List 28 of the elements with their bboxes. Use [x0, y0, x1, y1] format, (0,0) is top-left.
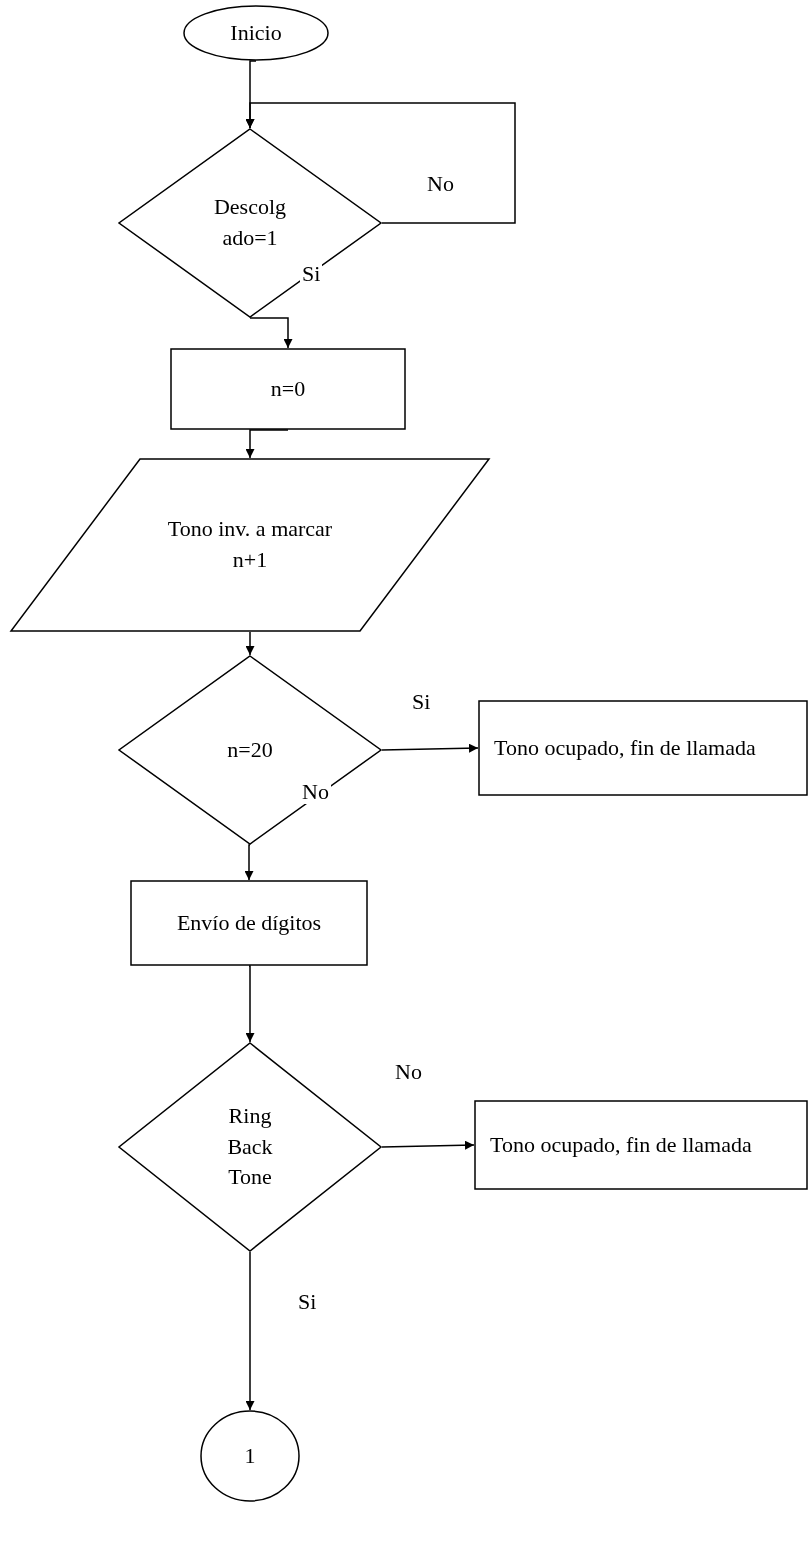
start-ellipse: [183, 5, 329, 61]
arrow: [245, 631, 255, 656]
node-text: Descolg ado=1: [212, 193, 288, 252]
process-box: [478, 700, 808, 796]
input-parallelogram: [10, 458, 490, 632]
node-text: Tono ocupado, fin de llamada: [490, 1130, 753, 1159]
arrow: [245, 965, 255, 1043]
node-text: Tono ocupado, fin de llamada: [494, 733, 757, 762]
node-text: n=20: [227, 735, 273, 764]
decision-diamond: [118, 128, 382, 318]
arrow: [244, 844, 254, 881]
arrow: [381, 1140, 475, 1150]
node-text: n=0: [270, 374, 306, 403]
node-text: Inicio: [230, 18, 282, 47]
decision-diamond: [118, 1042, 382, 1252]
process-box: [170, 348, 406, 430]
node-text: Tono inv. a marcar n+1: [166, 515, 334, 574]
process-box: [130, 880, 368, 966]
arrow: [245, 1251, 255, 1411]
node-text: Envío de dígitos: [176, 908, 322, 937]
node-text: Ring Back Tone: [226, 1101, 274, 1192]
process-box: [474, 1100, 808, 1190]
arrow: [381, 743, 479, 753]
connector-circle: [200, 1410, 300, 1502]
arrow: [249, 317, 293, 349]
decision-diamond: [118, 655, 382, 845]
node-text: 1: [244, 1441, 256, 1470]
arrow: [245, 102, 516, 224]
